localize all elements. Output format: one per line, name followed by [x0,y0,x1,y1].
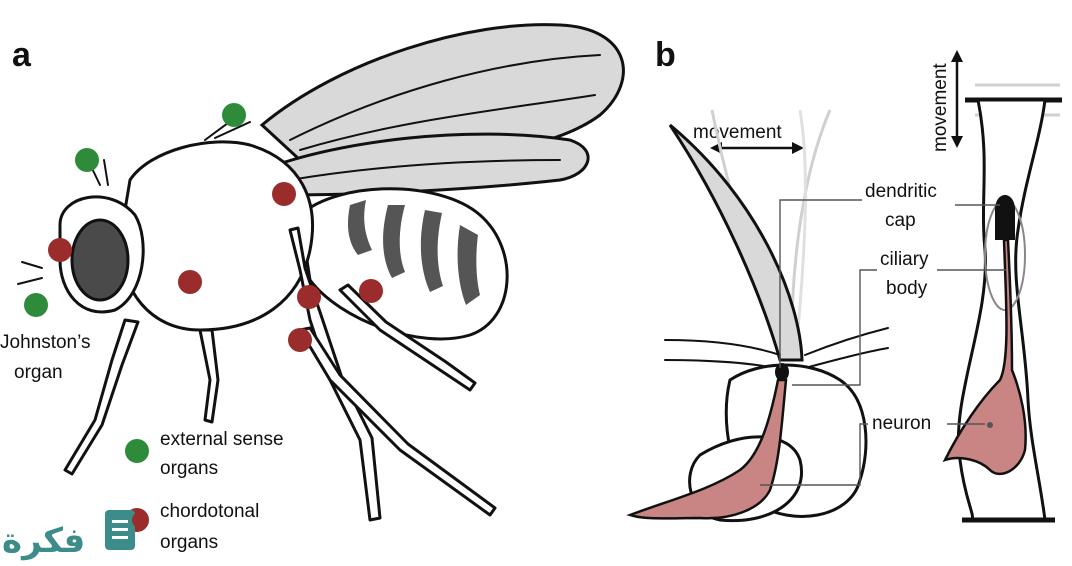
bristle-neuron [626,378,788,520]
scolopidium-neuron [942,238,1027,476]
legend-external-marker [125,439,149,463]
fly-illustration [17,23,625,522]
external-sense-organ-marker [75,148,99,172]
legend-external-label-line2: organs [160,458,218,479]
johnstons-organ-label-line1: Johnston’s [0,332,91,353]
chordotonal-organ-marker [48,238,72,262]
chordotonal-organ-illustration [942,83,1062,523]
chordotonal-organ-marker [288,328,312,352]
abdomen-stripe [457,225,480,305]
abdomen-stripe [383,205,405,278]
movement-label-left: movement [693,122,782,143]
chordotonal-organ-marker [297,285,321,309]
chordotonal-organ-marker [178,270,202,294]
external-sense-organ-marker [24,293,48,317]
legend-chordotonal-label-line1: chordotonal [160,501,259,522]
bristle-organ-illustration [626,109,889,523]
abdomen-stripe [420,210,443,292]
fly-leg [338,283,477,392]
panel-a-letter: a [12,36,32,74]
dendritic-cap-label-line2: cap [885,210,916,231]
movement-arrow-right [951,50,963,148]
movement-label-right: movement [930,63,951,152]
legend-external-label-line1: external sense [160,429,284,450]
fly-leg [198,328,220,424]
neuron-label: neuron [872,413,931,434]
movement-arrow-left [710,142,804,154]
dendritic-cap-label-line1: dendritic [865,181,937,202]
external-sense-organ-marker [222,103,246,127]
johnstons-organ-label-line2: organ [14,362,63,383]
watermark-text: فكرة [2,521,85,561]
legend: external sense organs chordotonal organs [125,429,284,553]
watermark-logo: فكرة [2,510,148,561]
legend-chordotonal-label-line2: organs [160,532,218,553]
fly-leg [298,326,497,517]
abdomen-stripe [347,200,372,255]
bristle-shaft [668,123,804,362]
panel-b-letter: b [655,36,676,74]
fly-thorax [118,140,314,332]
ciliary-body-label-line1: ciliary [880,249,929,270]
ciliary-body-label-line2: body [886,278,928,299]
fly-eye [70,218,130,302]
chordotonal-organ-marker [359,279,383,303]
fly-leg [63,318,140,476]
chordotonal-organ-marker [272,182,296,206]
